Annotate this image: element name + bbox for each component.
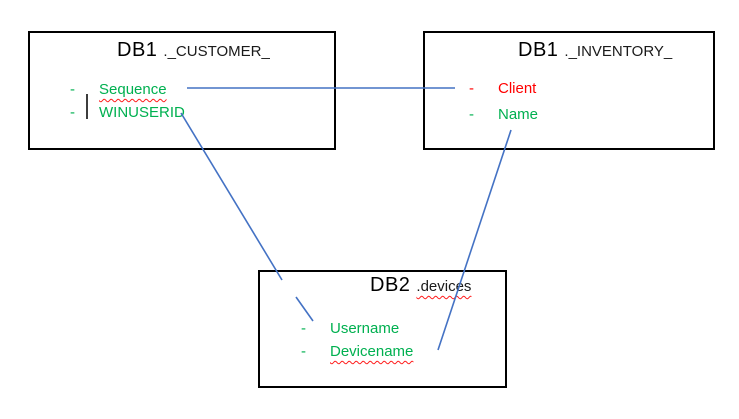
field-row-username: - Username [301, 321, 399, 337]
db-name: DB1 [518, 39, 559, 61]
db-name: DB2 [370, 274, 411, 296]
field-label-name: Name [498, 106, 539, 123]
field-bullet: - [70, 81, 75, 98]
table-box-devices[interactable]: DB2 .devices - Username - Devicename [258, 270, 507, 388]
field-bullet: - [301, 343, 306, 360]
field-row-client: - Client [469, 81, 536, 97]
field-bullet: - [469, 106, 474, 123]
field-row-sequence: - Sequence [70, 82, 167, 98]
db-name: DB1 [117, 39, 158, 61]
field-label-devicename: Devicename [330, 343, 414, 360]
field-row-name: - Name [469, 107, 538, 123]
field-row-winuserid: - WINUSERID [70, 105, 185, 121]
field-label-username: Username [330, 320, 400, 337]
table-suffix: ._CUSTOMER_ [163, 43, 270, 60]
field-bullet: - [469, 80, 474, 97]
field-row-devicename: - Devicename [301, 344, 413, 360]
table-title-customer: DB1 ._CUSTOMER_ [117, 39, 270, 62]
table-suffix: ._INVENTORY_ [564, 43, 673, 60]
field-bullet: - [301, 320, 306, 337]
field-label-client: Client [498, 80, 537, 97]
table-box-customer[interactable]: DB1 ._CUSTOMER_ - Sequence - WINUSERID [28, 31, 336, 150]
table-title-devices: DB2 .devices [370, 274, 471, 297]
table-box-inventory[interactable]: DB1 ._INVENTORY_ - Client - Name [423, 31, 715, 150]
field-bullet: - [70, 104, 75, 121]
table-suffix: .devices [416, 278, 472, 295]
text-cursor [86, 94, 88, 119]
field-label-winuserid: WINUSERID [99, 104, 185, 121]
table-title-inventory: DB1 ._INVENTORY_ [518, 39, 672, 62]
field-label-sequence: Sequence [99, 81, 167, 98]
